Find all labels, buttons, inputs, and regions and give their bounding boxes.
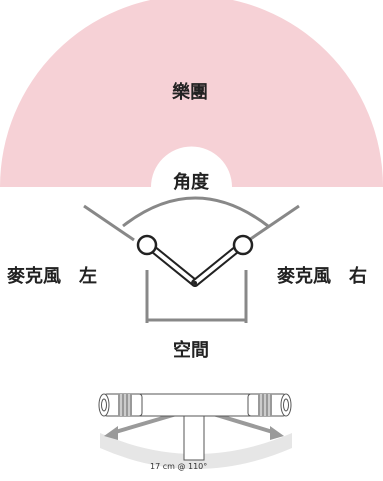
angle-arc-shade [100, 433, 292, 469]
mic-pivot [193, 281, 197, 285]
right-microphone [191, 234, 254, 287]
mic-right-label: 麥克風 右 [277, 266, 367, 287]
ensemble-area [0, 0, 383, 187]
ensemble-label: 樂團 [172, 82, 208, 103]
spec-label: 17 cm @ 110° [150, 462, 208, 471]
left-axis-line [83, 204, 135, 242]
right-axis-line [248, 204, 300, 242]
angle-label: 角度 [173, 172, 209, 193]
mic-left-label: 麥克風 左 [7, 266, 97, 287]
spacing-label: 空間 [173, 340, 209, 361]
spacing-bracket [145, 270, 248, 323]
angle-arc [122, 196, 269, 228]
stereo-bar-illustration [98, 393, 292, 469]
left-microphone [136, 234, 199, 287]
